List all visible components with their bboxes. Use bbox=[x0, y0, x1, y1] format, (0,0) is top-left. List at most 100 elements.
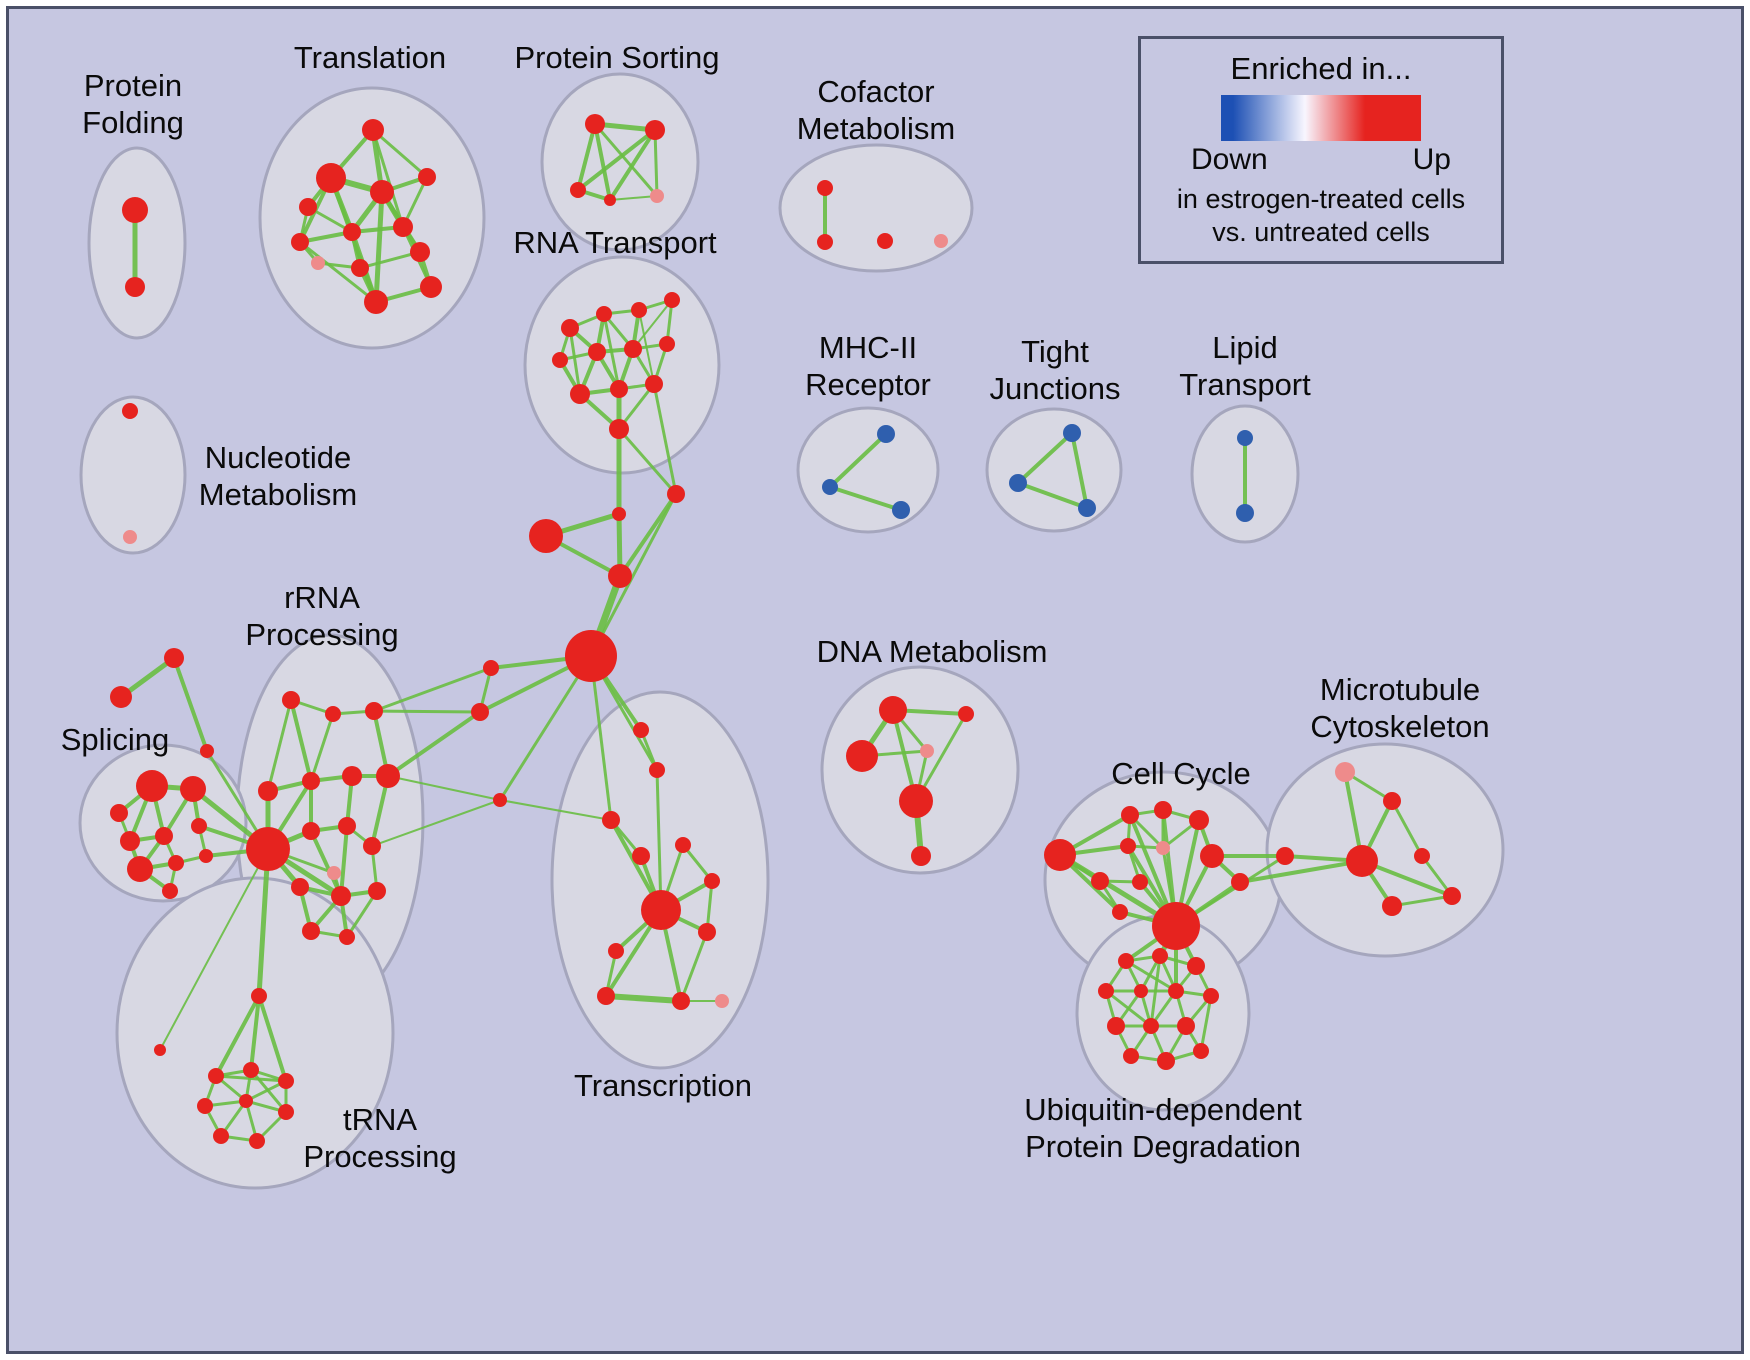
node-sp4 bbox=[120, 831, 140, 851]
node-tl9 bbox=[311, 256, 325, 270]
edge-hub-tc3 bbox=[589, 654, 613, 822]
node-tr2 bbox=[110, 686, 132, 708]
node-tc9 bbox=[597, 987, 615, 1005]
node-cc6 bbox=[1156, 841, 1170, 855]
node-ub1 bbox=[1118, 953, 1134, 969]
legend-gradient-bar bbox=[1221, 95, 1421, 141]
edge-ch7-tc3 bbox=[499, 799, 612, 821]
node-sp10 bbox=[162, 883, 178, 899]
node-sp8 bbox=[168, 855, 184, 871]
node-nm1 bbox=[122, 403, 138, 419]
node-cc8 bbox=[1091, 872, 1109, 890]
edge-rt1-rt9 bbox=[568, 326, 582, 396]
edge-tn0-tn1 bbox=[214, 994, 261, 1078]
edge-tl1-tl5 bbox=[371, 128, 429, 179]
node-rt8 bbox=[659, 336, 675, 352]
edge-tj1-tj3 bbox=[1070, 431, 1089, 510]
node-dm2 bbox=[958, 706, 974, 722]
node-rt5 bbox=[552, 352, 568, 368]
node-tnL bbox=[154, 1044, 166, 1056]
node-tn4 bbox=[197, 1098, 213, 1114]
node-tc8 bbox=[608, 943, 624, 959]
node-cc7 bbox=[1200, 844, 1224, 868]
edge-tn0-tn2 bbox=[249, 994, 261, 1072]
node-tl10 bbox=[351, 259, 369, 277]
node-tl11 bbox=[410, 242, 430, 262]
node-tc1 bbox=[633, 722, 649, 738]
node-mh3 bbox=[892, 501, 910, 519]
node-ch2 bbox=[612, 507, 626, 521]
edge-mh2-mh3 bbox=[828, 485, 903, 512]
node-rr11 bbox=[363, 837, 381, 855]
node-tl13 bbox=[420, 276, 442, 298]
node-tl5 bbox=[418, 168, 436, 186]
edge-mh1-mh2 bbox=[828, 432, 888, 489]
node-tn5 bbox=[239, 1094, 253, 1108]
node-cc11 bbox=[1112, 904, 1128, 920]
legend-up-label: Up bbox=[1412, 143, 1451, 176]
cluster-ellipse-tight-junctions bbox=[985, 407, 1123, 533]
cluster-label-translation: Translation bbox=[294, 40, 446, 75]
node-tc10 bbox=[672, 992, 690, 1010]
node-dm5 bbox=[899, 784, 933, 818]
node-ub11 bbox=[1123, 1048, 1139, 1064]
cluster-label-transcription: Transcription bbox=[574, 1068, 752, 1103]
edge-cc10-mc4 bbox=[1238, 859, 1364, 884]
edge-ch6-rr7 bbox=[386, 710, 482, 778]
node-tn0 bbox=[251, 988, 267, 1004]
edge-ps2-ps4 bbox=[608, 128, 657, 202]
edge-tl1-tl8 bbox=[371, 128, 405, 229]
edge-rt11-ch1 bbox=[652, 382, 678, 496]
legend-title: Enriched in... bbox=[1230, 51, 1412, 86]
node-cc1 bbox=[1044, 839, 1076, 871]
node-ch6 bbox=[471, 703, 489, 721]
edge-rr11-ch7 bbox=[371, 799, 501, 847]
node-tc5 bbox=[632, 847, 650, 865]
node-tl1 bbox=[362, 119, 384, 141]
edge-rt12-ch1 bbox=[617, 427, 678, 496]
node-tn1 bbox=[208, 1068, 224, 1084]
edge-ps2-ps5 bbox=[653, 128, 659, 198]
node-ps4 bbox=[604, 194, 616, 206]
node-tl7 bbox=[343, 223, 361, 241]
edge-ub7-ub13 bbox=[1199, 994, 1213, 1053]
node-rt6 bbox=[588, 343, 606, 361]
node-mc2 bbox=[1383, 792, 1401, 810]
node-hub bbox=[565, 630, 617, 682]
node-rrhub bbox=[246, 827, 290, 871]
node-mc5 bbox=[1414, 848, 1430, 864]
node-sp3 bbox=[110, 804, 128, 822]
node-tl6 bbox=[291, 233, 309, 251]
node-ub2 bbox=[1152, 948, 1168, 964]
node-rr14 bbox=[368, 882, 386, 900]
edge-tnL-rrhub bbox=[159, 848, 269, 1051]
node-tn7 bbox=[213, 1128, 229, 1144]
edge-tl4-tl12 bbox=[373, 189, 385, 305]
node-cc9 bbox=[1132, 874, 1148, 890]
node-cm1 bbox=[817, 180, 833, 196]
edge-rrhub-tn0 bbox=[256, 846, 271, 999]
node-tc3 bbox=[602, 811, 620, 829]
node-mh2 bbox=[822, 479, 838, 495]
node-cc4 bbox=[1189, 810, 1209, 830]
node-rt9 bbox=[570, 384, 590, 404]
node-mc3 bbox=[1276, 847, 1294, 865]
edge-ps1-ps5 bbox=[593, 122, 659, 198]
node-tl3 bbox=[299, 198, 317, 216]
edge-ps2-ps3 bbox=[576, 128, 657, 192]
node-tj2 bbox=[1009, 474, 1027, 492]
edge-rr8-rr13 bbox=[309, 829, 343, 898]
edge-hub-ch1 bbox=[589, 492, 678, 658]
node-tn2 bbox=[243, 1062, 259, 1078]
edge-tr1-tr3 bbox=[172, 656, 209, 753]
node-pf1 bbox=[122, 197, 148, 223]
node-lt2 bbox=[1236, 504, 1254, 522]
node-rr9 bbox=[338, 817, 356, 835]
node-rt1 bbox=[561, 319, 579, 337]
